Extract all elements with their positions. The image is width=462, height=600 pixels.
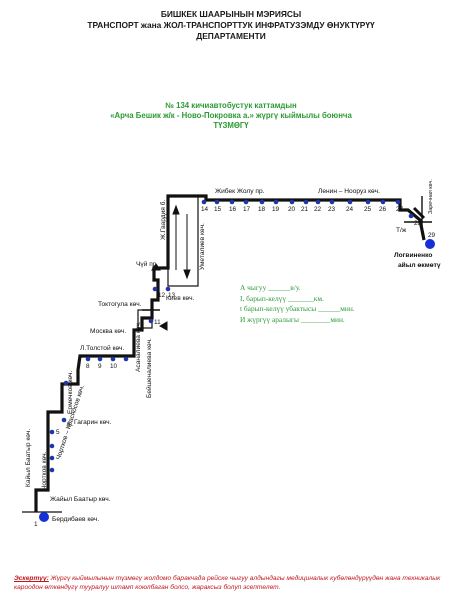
- street-zhibek-zholu: Жибек Жолу пр.: [215, 187, 265, 195]
- terminal-logvinenko-2: айыл өкмөтү: [398, 261, 441, 269]
- stop-dot: [148, 318, 154, 324]
- street-beishenalieva: Бейшеналиева көч.: [145, 338, 153, 398]
- stop-dot: [49, 443, 55, 449]
- stop-dot: [273, 199, 279, 205]
- stop-dot: [49, 455, 55, 461]
- stop-dot: [395, 199, 401, 205]
- stop-dot: [49, 429, 55, 435]
- stop-14: 14: [201, 206, 209, 213]
- header-line-2: ТРАНСПОРТ жана ЖОЛ-ТРАНСПОРТТУК ИНФРАТУЗ…: [87, 20, 375, 30]
- stop-dot: [97, 356, 103, 362]
- stop-13: 13: [168, 292, 176, 299]
- stop-23: 23: [328, 206, 336, 213]
- street-chuy: Чүй пр.: [136, 260, 158, 268]
- route-line: [34, 194, 426, 512]
- street-lenin-nooruz: Ленин – Нооруз көч.: [318, 188, 380, 195]
- loop-block: [167, 195, 199, 287]
- footnote: Эскертүү: Жүргү кыймылынын түзмөгү жолдо…: [14, 574, 454, 592]
- stop-17: 17: [243, 206, 251, 213]
- stop-12: 12: [158, 292, 166, 299]
- stop-16: 16: [229, 206, 237, 213]
- street-kiev: Киев көч.: [166, 295, 195, 302]
- stop-8: 8: [86, 363, 90, 370]
- stop-dot: [303, 199, 309, 205]
- street-asanaliev: Асаналиева көч.: [135, 321, 142, 372]
- legend-row-3: t барып-келүү убактысы ______мин.: [240, 304, 355, 313]
- street-ermechkov: Ермечков көч.: [67, 371, 74, 414]
- stop-6: 6: [67, 421, 71, 428]
- stop-dot: [201, 199, 207, 205]
- stop-24: 24: [346, 206, 354, 213]
- legend-row-2: I, барып-келүү _______км.: [240, 293, 324, 303]
- stop-25: 25: [364, 206, 372, 213]
- stop-26: 26: [379, 206, 387, 213]
- stop-18: 18: [258, 206, 266, 213]
- stop-dot: [329, 199, 335, 205]
- stop-dot: [110, 356, 116, 362]
- street-gagarin: Гагарин көч.: [74, 419, 112, 426]
- street-zhgvardia: Ж.Гвардия б.: [159, 200, 167, 240]
- stop-dot: [123, 356, 129, 362]
- stop-dot: [214, 199, 220, 205]
- street-chortkov: Чортков көч.: [41, 451, 48, 490]
- stop-28: 28: [414, 220, 422, 227]
- title-line-3: ТҮЗМӨГҮ: [213, 121, 249, 130]
- stop-dot: [259, 199, 265, 205]
- stop-dot: [165, 286, 171, 292]
- header-line-3: ДЕПАРТАМЕНТИ: [196, 31, 266, 41]
- stop-1: 1: [34, 521, 38, 528]
- legend-row-4: И жүргүү аралыгы ________мин.: [240, 314, 345, 324]
- stop-dot: [61, 417, 67, 423]
- stop-dot: [63, 380, 69, 386]
- stop-dot: [365, 199, 371, 205]
- end-terminal: [425, 239, 435, 249]
- street-toktogul: Токтогула көч.: [98, 301, 142, 308]
- terminal-logvinenko-1: Логвиненко: [394, 252, 432, 259]
- street-ltolstoy: Л.Толстой көч.: [80, 344, 124, 352]
- stop-dot: [49, 467, 55, 473]
- stop-7: 7: [69, 381, 73, 388]
- stop-dot: [315, 199, 321, 205]
- stop-9: 9: [98, 363, 102, 370]
- street-moskva: Москва көч.: [90, 328, 126, 335]
- stop-10: 10: [110, 363, 118, 370]
- stop-dot: [85, 356, 91, 362]
- start-terminal: [39, 512, 49, 522]
- street-zarechnaya: Заречная көч.: [428, 179, 434, 214]
- stop-20: 20: [288, 206, 296, 213]
- stop-dot: [380, 199, 386, 205]
- stop-dot: [243, 199, 249, 205]
- stop-5: 5: [56, 429, 60, 436]
- street-labels: Жибек Жолу пр. Ленин – Нооруз көч. Ж.Гва…: [24, 179, 441, 523]
- stop-21: 21: [301, 206, 309, 213]
- stop-dot: [408, 213, 414, 219]
- footnote-text: Жүргү кыймылынын түзмөгү жолдомо баракча…: [14, 575, 441, 591]
- street-berdibaev: Бердибаев көч.: [52, 515, 99, 523]
- stop-dot: [347, 199, 353, 205]
- stop-dots: [49, 199, 414, 473]
- footnote-label: Эскертүү:: [14, 575, 49, 582]
- stop-dot: [229, 199, 235, 205]
- stop-numbers: 14 15 16 17 18 19 20 21 22 23 24 25 26 2…: [34, 206, 436, 528]
- street-tzh: Т/ж: [396, 227, 407, 234]
- header-line-1: БИШКЕК ШААРЫНЫН МЭРИЯСЫ: [160, 9, 302, 19]
- stop-15: 15: [214, 206, 222, 213]
- street-umetaliev: Уметалиев көч.: [199, 223, 206, 270]
- legend-row-1: А чыгуу ______в/у.: [240, 283, 301, 292]
- stop-11: 11: [154, 319, 161, 326]
- stop-29: 29: [428, 232, 436, 239]
- stop-dot: [152, 286, 158, 292]
- title-line-2: «Арча Бешик ж/к - Ново-Покровка а.» жүрг…: [110, 111, 352, 120]
- stop-22: 22: [314, 206, 322, 213]
- stop-19: 19: [272, 206, 280, 213]
- stop-dot: [289, 199, 295, 205]
- street-kaiyl-baatyr-vertical: Кайыл Баатыр көч.: [24, 429, 32, 487]
- route-legend: А чыгуу ______в/у. I, барып-келүү ______…: [240, 283, 355, 325]
- stop-27: 27: [396, 206, 404, 213]
- title-line-1: № 134 кичиавтобустук каттамдын: [165, 101, 297, 110]
- street-kaiyl-baatyr-horizontal: Жайыл Баатыр көч.: [50, 495, 111, 503]
